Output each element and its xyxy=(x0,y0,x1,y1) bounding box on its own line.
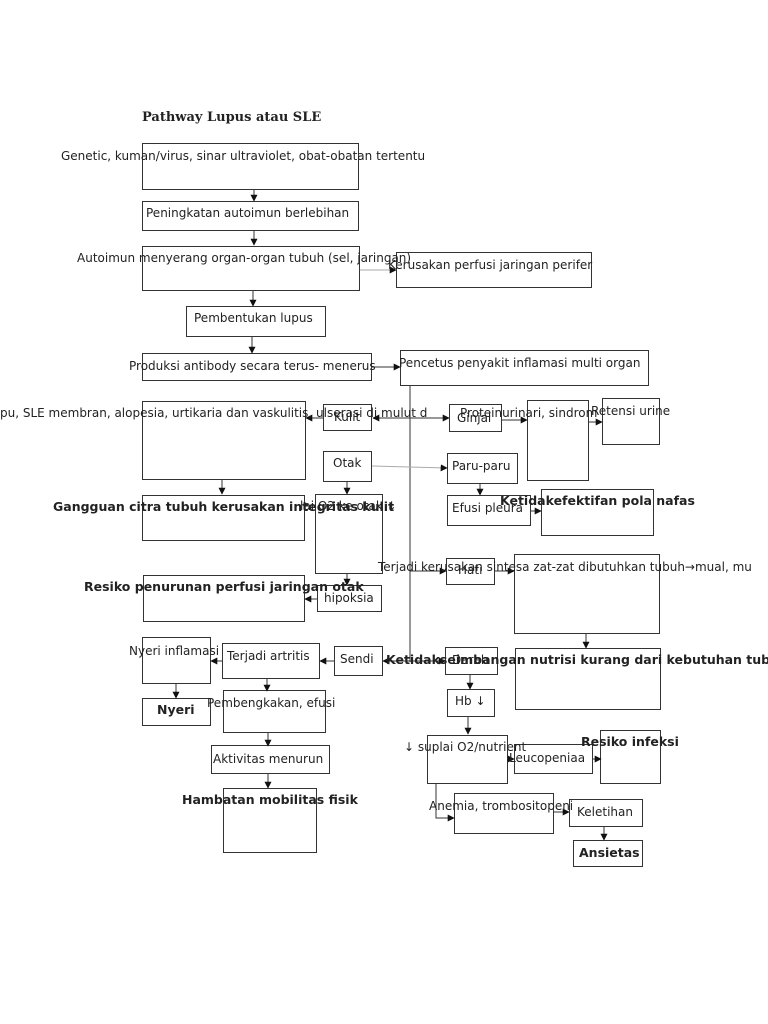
label-terjadi-kerusakan: Terjadi kerusakan sintesa zat-zat dibutu… xyxy=(378,560,752,574)
label-gangguan-citra: Gangguan citra tubuh kerusakan integrita… xyxy=(53,499,395,514)
label-sendi: Sendi xyxy=(340,652,374,666)
label-genetic: Genetic, kuman/virus, sinar ultraviolet,… xyxy=(61,149,426,163)
node-kulit-desc-box xyxy=(142,401,306,480)
label-kerusakan-perfusi: Kerusakan perfusi jaringan perifer xyxy=(388,258,593,272)
label-proteinuria: Proteinurinari, sindrom xyxy=(460,406,598,420)
label-ansietas: Ansietas xyxy=(579,845,640,860)
label-nyeri: Nyeri xyxy=(157,702,195,717)
node-autoimun-box xyxy=(142,246,360,291)
label-hambatan: Hambatan mobilitas fisik xyxy=(182,792,358,807)
label-suplai-otak: lai O2 ke otak ↓ xyxy=(300,499,397,513)
label-ketidakseimbangan: Ketidakseimbangan nutrisi kurang dari ke… xyxy=(386,652,768,667)
node-efusi-pleura-box xyxy=(447,495,531,526)
label-artritis: Terjadi artritis xyxy=(227,649,310,663)
node-terjadi-kerusakan-box xyxy=(514,554,660,634)
label-kulit-desc: pu, SLE membran, alopesia, urtikaria dan… xyxy=(0,406,428,420)
label-resiko-perfusi: Resiko penurunan perfusi jaringan otak xyxy=(84,579,364,594)
label-darah: Darah xyxy=(452,653,489,667)
edge-otak-paru xyxy=(371,464,448,472)
label-hati: Hati xyxy=(458,563,483,577)
label-retensi: Retensi urine xyxy=(591,404,671,418)
label-hipoksia: hipoksia xyxy=(324,591,374,605)
label-otak: Otak xyxy=(333,456,362,470)
edge-suplai-anemia xyxy=(435,784,455,822)
label-pencetus: Pencetus penyakit inflamasi multi organ xyxy=(399,356,641,370)
label-autoimun: Autoimun menyerang organ-organ tubuh (se… xyxy=(77,251,412,265)
label-suplai-nutrient: ↓ suplai O2/nutrient xyxy=(404,740,527,754)
diagram-title: Pathway Lupus atau SLE xyxy=(142,110,322,125)
node-produksi-box xyxy=(142,353,372,381)
label-keletihan: Keletihan xyxy=(577,805,633,819)
label-produksi: Produksi antibody secara terus- menerus xyxy=(129,359,376,373)
label-hb: Hb ↓ xyxy=(455,694,486,708)
label-pembentukan: Pembentukan lupus xyxy=(194,311,313,325)
label-anemia: Anemia, trombositopeni xyxy=(429,799,574,813)
label-ginjal: Ginjal xyxy=(457,411,492,425)
label-nyeri-inflamasi: Nyeri inflamasi xyxy=(129,644,220,658)
label-pembengkakan: Pembengkakan, efusi xyxy=(207,696,336,710)
node-ansietas-box xyxy=(573,840,643,867)
label-kulit: Kulit xyxy=(334,410,361,424)
label-peningkatan: Peningkatan autoimun berlebihan xyxy=(146,206,350,220)
node-kulit-box xyxy=(323,404,372,431)
node-proteinuria-box xyxy=(527,400,589,481)
node-suplai-nutrient-box xyxy=(427,735,508,784)
node-anemia-box xyxy=(454,793,554,834)
label-efusi-pleura: Efusi pleura xyxy=(452,501,524,515)
node-genetic-box xyxy=(142,143,359,190)
node-otak-box xyxy=(323,451,372,482)
label-ketidakefektifan: Ketidakefektifan pola nafas xyxy=(500,493,695,508)
label-aktivitas: Aktivitas menurun xyxy=(213,752,324,766)
label-resiko-infeksi: Resiko infeksi xyxy=(581,734,679,749)
node-gangguan-citra-box xyxy=(142,495,305,541)
node-pembengkakan-box xyxy=(223,690,326,733)
label-paru: Paru-paru xyxy=(452,459,511,473)
label-leucopeniaa: Leucopeniaa xyxy=(509,751,586,765)
